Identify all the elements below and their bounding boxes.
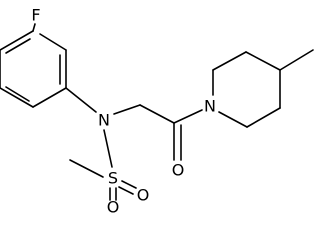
bond-ring-c4-c5 xyxy=(0,87,34,108)
structure-diagram: F N O N S O O xyxy=(0,5,314,216)
bond-pip-c2-c3 xyxy=(212,51,247,71)
bond-n-s xyxy=(103,129,113,168)
atom-nitrogen-sulfonamide: N xyxy=(98,111,110,130)
atom-nitrogen-piperidine: N xyxy=(204,97,216,116)
molecule-drawing: F N O N S O O xyxy=(0,6,314,216)
bond-c-f xyxy=(32,23,36,32)
atom-oxygen-carbonyl: O xyxy=(172,161,185,180)
piperidine-ring xyxy=(212,51,281,128)
bond-ring-c6-c1 xyxy=(0,30,34,51)
bond-pip-methyl xyxy=(279,49,314,71)
bond-s-methyl xyxy=(69,159,104,178)
bond-ring-double-2 xyxy=(5,86,30,102)
fluorophenyl-ring xyxy=(0,30,67,108)
atom-oxygen-sulfonyl-1: O xyxy=(137,186,150,205)
bond-ring-n xyxy=(65,87,97,113)
bond-ring-c1-c2 xyxy=(39,33,67,51)
atom-sulfur: S xyxy=(108,169,118,188)
atom-oxygen-sulfonyl-2: O xyxy=(107,198,120,216)
bond-pip-c6-n xyxy=(218,111,248,128)
bond-s-o1-b xyxy=(118,186,134,195)
bond-pip-c3-c4 xyxy=(245,51,281,71)
bond-ch2-carbonyl xyxy=(139,104,175,124)
bond-s-o1-a xyxy=(121,180,137,189)
bond-n-ch2 xyxy=(113,104,141,115)
bond-pip-c5-c6 xyxy=(246,107,281,128)
bond-ring-double-3 xyxy=(5,38,31,54)
atom-fluorine: F xyxy=(31,6,40,25)
bond-ring-c3-c4 xyxy=(32,87,67,108)
bond-carbonyl-npip xyxy=(173,109,203,124)
